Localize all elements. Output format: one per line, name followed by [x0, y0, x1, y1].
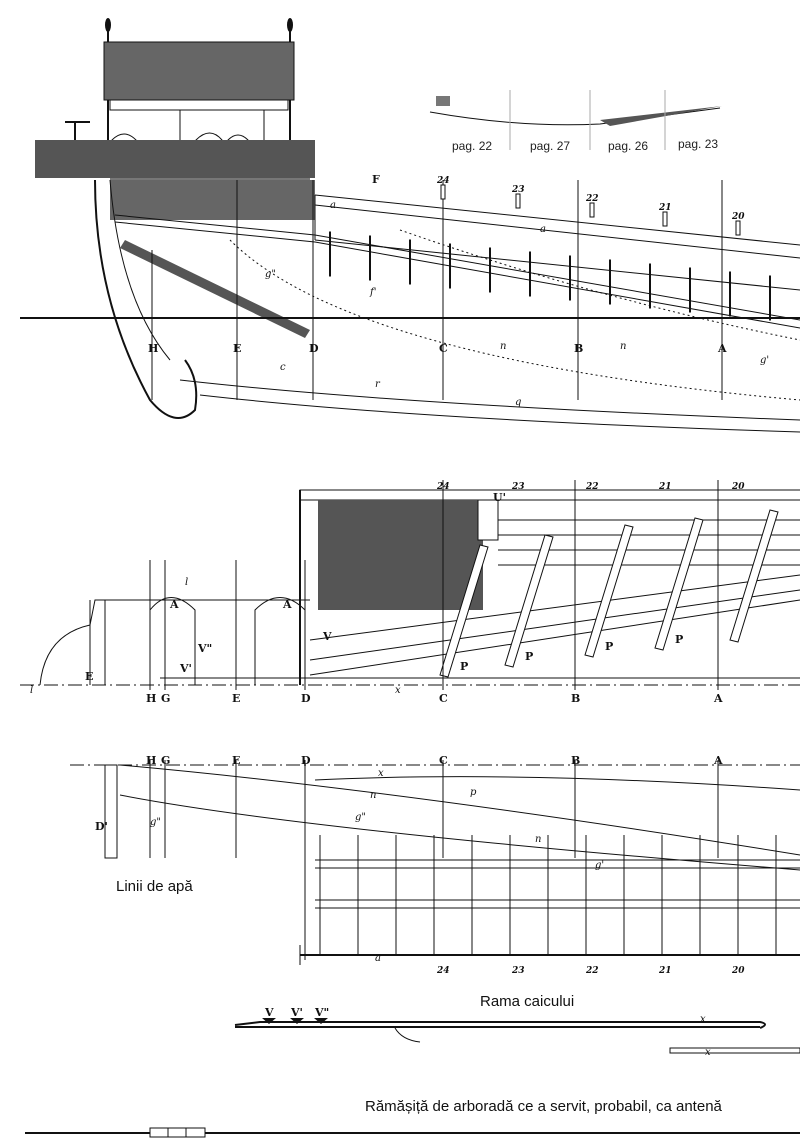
station-label-C: C: [439, 692, 448, 705]
label-E: E: [85, 670, 93, 683]
caption-water-lines: Linii de apă: [116, 878, 193, 895]
thumb-page-label: pag. 22: [452, 139, 492, 153]
label-n: n: [370, 790, 376, 801]
frame-number: 20: [731, 212, 745, 222]
label-a: a: [375, 953, 381, 964]
frame-number: 23: [511, 482, 525, 492]
stanchion: [735, 220, 741, 236]
station-label-G: G: [161, 754, 170, 767]
oar: [504, 534, 554, 668]
station-label-H: H: [148, 342, 158, 355]
label-V1: V': [179, 662, 192, 675]
station-label-E: E: [232, 692, 240, 705]
label-x: x: [378, 768, 384, 779]
station-label-C: C: [439, 754, 448, 767]
frame-number: 23: [511, 966, 525, 976]
label-V2: V": [197, 642, 212, 655]
label-l: l: [30, 685, 33, 696]
stanchion: [589, 202, 595, 218]
label-g2: g": [265, 269, 276, 280]
frame-number: 24: [436, 482, 450, 492]
label-D1: D': [95, 820, 108, 833]
frame-number: 20: [731, 482, 745, 492]
thumbnail-overview: pag. 22 pag. 27 pag. 26 pag. 23: [429, 90, 722, 153]
station-label-G: G: [161, 692, 170, 705]
label-x: x: [700, 1014, 706, 1025]
label-p: p: [470, 787, 477, 798]
station-label-D: D: [309, 342, 319, 355]
label-V1: V': [290, 1006, 303, 1019]
label-q: q: [515, 397, 521, 408]
label-x: x: [705, 1047, 711, 1058]
oar: [729, 509, 779, 643]
station-label-B: B: [574, 342, 583, 355]
label-A-arch: A: [282, 598, 292, 611]
oar: [654, 517, 704, 651]
oar: [439, 544, 489, 678]
spar-remains: V V' V" x x Rămășiță de arboradă ce a se…: [25, 1006, 800, 1138]
label-a: a: [330, 200, 336, 211]
station-label-A: A: [713, 692, 723, 705]
label-g2: g": [150, 817, 161, 828]
label-P: P: [525, 650, 533, 663]
station-label-H: H: [146, 754, 156, 767]
label-r: r: [375, 379, 381, 390]
thumb-page-label: pag. 27: [530, 139, 570, 153]
frame-number: 22: [585, 482, 599, 492]
caption-spar: Rămășiță de arboradă ce a servit, probab…: [365, 1098, 723, 1115]
frame-number: 22: [585, 194, 599, 204]
station-label-A: A: [713, 754, 723, 767]
label-a: a: [540, 224, 546, 235]
label-c: c: [280, 362, 286, 373]
label-g1: g': [595, 860, 604, 871]
station-label-B: B: [571, 754, 580, 767]
stanchion: [662, 211, 668, 227]
label-P: P: [605, 640, 613, 653]
station-label-H: H: [146, 692, 156, 705]
label-V: V: [322, 630, 332, 643]
station-label-D: D: [301, 754, 311, 767]
label-P: P: [675, 633, 683, 646]
station-label-A: A: [717, 342, 727, 355]
label-A-arch: A: [169, 598, 179, 611]
station-label-B: B: [571, 692, 580, 705]
thumb-page-label: pag. 23: [678, 137, 718, 151]
frame-number: 21: [658, 203, 672, 213]
label-f1: f': [369, 287, 376, 298]
stanchion: [440, 184, 446, 200]
label-n: n: [500, 341, 506, 352]
frame-number: 22: [585, 966, 599, 976]
station-label-D: D: [301, 692, 311, 705]
frame-number: 21: [658, 966, 672, 976]
label-n: n: [535, 834, 541, 845]
frame-number: 20: [731, 966, 745, 976]
oar: [584, 524, 634, 658]
station-label-E: E: [232, 754, 240, 767]
thumb-page-label: pag. 26: [608, 139, 648, 153]
label-g1: g': [760, 355, 769, 366]
frame-number: 24: [436, 176, 450, 186]
frame-number: 21: [658, 482, 672, 492]
station-label-E: E: [233, 342, 241, 355]
label-x: x: [395, 685, 401, 696]
label-F: F: [372, 173, 380, 186]
label-g2: g": [355, 812, 366, 823]
label-n: n: [620, 341, 626, 352]
caption-frame: Rama caicului: [480, 993, 574, 1010]
frame-number: 24: [436, 966, 450, 976]
stanchion: [515, 193, 521, 209]
label-l: l: [185, 577, 188, 588]
station-label-C: C: [439, 342, 448, 355]
label-P: P: [460, 660, 468, 673]
frame-number: 23: [511, 185, 525, 195]
label-U: U': [493, 491, 506, 504]
label-V: V: [264, 1006, 274, 1019]
label-V2: V": [314, 1006, 329, 1019]
